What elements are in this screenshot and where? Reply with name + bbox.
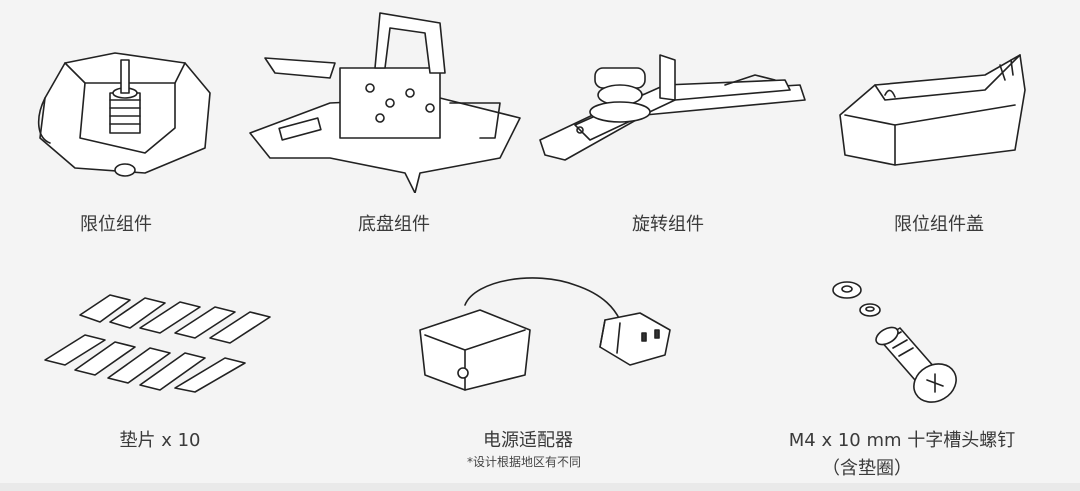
- bottom-divider: [0, 483, 1080, 491]
- region-note: *设计根据地区有不同: [466, 455, 582, 469]
- part-label: 底盘组件: [358, 214, 430, 235]
- part-label: 限位组件盖: [894, 214, 984, 235]
- part-label: 限位组件: [80, 214, 152, 235]
- part-label: 电源适配器: [483, 430, 573, 451]
- part-label: M4 x 10 mm 十字槽头螺钉: [788, 430, 1016, 451]
- part-label: 垫片 x 10: [119, 430, 201, 451]
- part-label: 旋转组件: [632, 214, 704, 235]
- part-sublabel: （含垫圈）: [822, 458, 912, 479]
